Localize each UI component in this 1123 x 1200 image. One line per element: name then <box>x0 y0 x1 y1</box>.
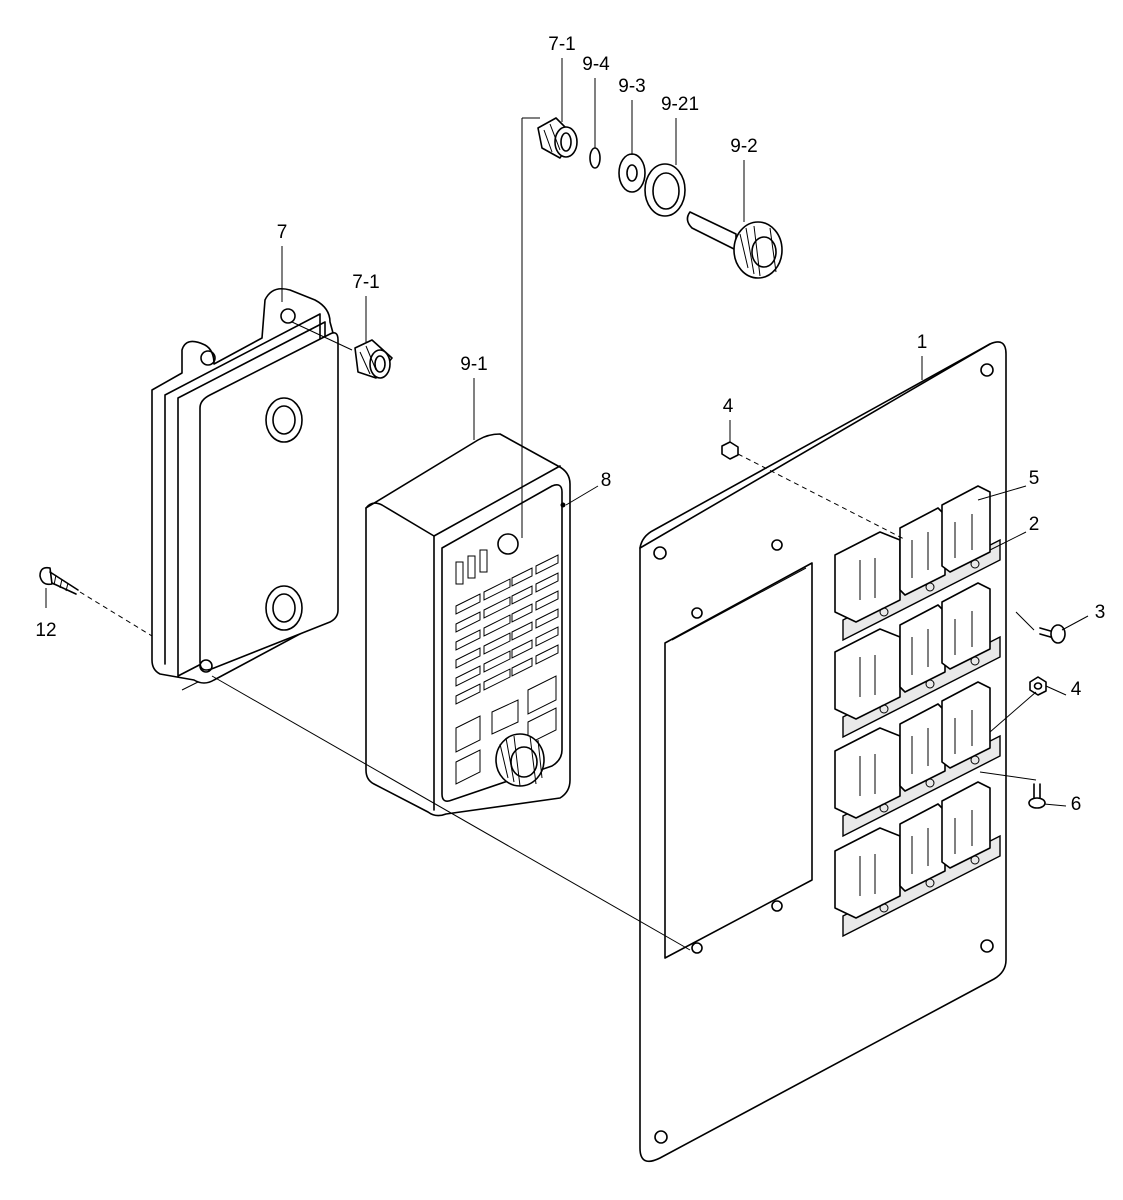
screw-3 <box>1039 624 1066 644</box>
grommet-7-1 <box>354 339 393 379</box>
callout-9-21: 9-21 <box>661 94 699 115</box>
nut-4 <box>1029 676 1047 696</box>
nut-4-top <box>721 441 739 460</box>
callout-3: 3 <box>1095 602 1106 623</box>
panel-window-outline <box>664 562 813 959</box>
dashed-alignment-lines <box>79 453 907 637</box>
callout-7-1-top: 7-1 <box>548 34 575 55</box>
relay-array <box>834 485 1001 938</box>
callout-8: 8 <box>601 470 612 491</box>
shaft-knob-9-2 <box>686 211 783 279</box>
control-box <box>365 433 571 817</box>
control-knob <box>495 733 545 787</box>
callout-9-2: 9-2 <box>730 136 757 157</box>
callout-12: 12 <box>35 620 56 641</box>
callout-7: 7 <box>277 222 288 243</box>
callout-7-1: 7-1 <box>352 272 379 293</box>
callout-9-3: 9-3 <box>618 76 645 97</box>
relay-row-2 <box>834 582 1001 739</box>
callout-9-1: 9-1 <box>460 354 487 375</box>
leader-lines <box>45 58 1089 951</box>
callout-5: 5 <box>1029 468 1040 489</box>
screw-12 <box>39 566 79 595</box>
callout-1: 1 <box>917 332 928 353</box>
cover-housing <box>151 287 339 684</box>
callout-4-top: 4 <box>723 396 734 417</box>
callout-labels: 7-1 9-4 9-3 9-21 9-2 7 7-1 9-1 1 4 8 5 2 3 12 4 6 <box>35 34 1105 815</box>
callout-6: 6 <box>1071 794 1082 815</box>
callout-4: 4 <box>1071 679 1082 700</box>
callout-9-4: 9-4 <box>582 54 610 75</box>
grommet-7-1-top <box>537 117 578 159</box>
relay-row-3 <box>834 681 1001 838</box>
o-ring-9-4 <box>589 147 601 169</box>
washer-9-3 <box>618 153 646 193</box>
callout-2: 2 <box>1029 514 1040 535</box>
relay-row-1 <box>834 485 1001 642</box>
screw-6 <box>1028 783 1046 809</box>
seal-9-21 <box>644 163 686 217</box>
relay-row-4 <box>834 781 1001 938</box>
